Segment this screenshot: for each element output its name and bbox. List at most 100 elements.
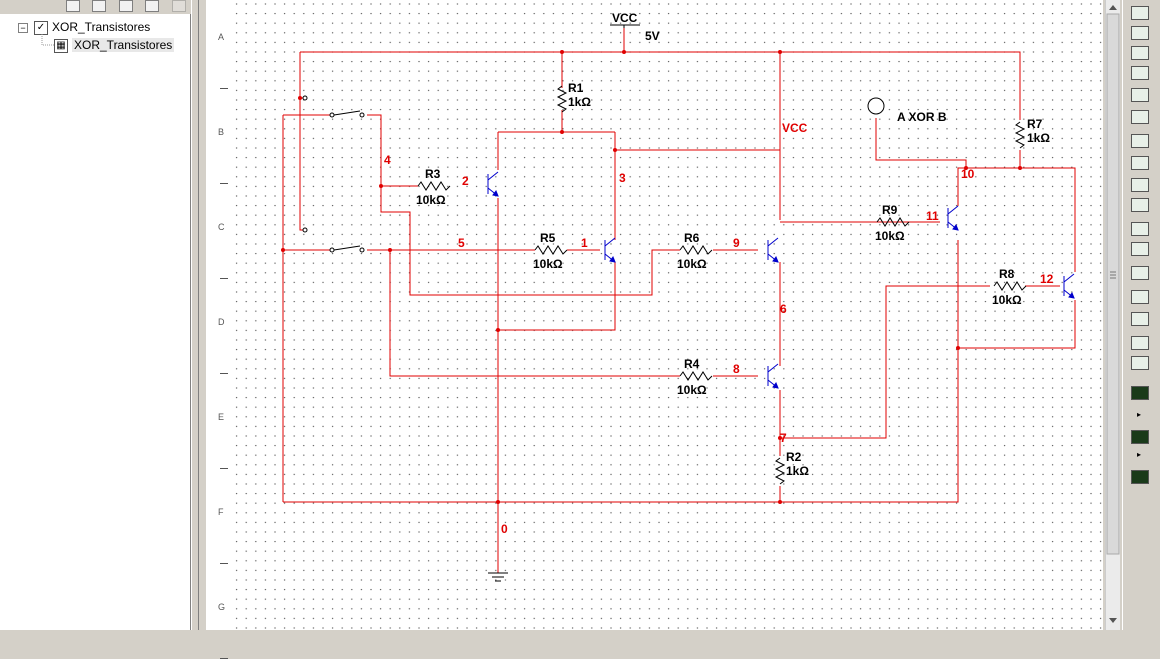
oscilloscope-icon[interactable] (1131, 66, 1149, 80)
junction-dot (956, 346, 960, 350)
wire (615, 149, 781, 160)
tektronix-oscilloscope-icon[interactable] (1131, 386, 1149, 400)
node-label-6: 6 (780, 302, 787, 316)
transistors (487, 171, 1075, 389)
tree-child-label: XOR_Transistores (72, 38, 175, 52)
resistor-r3 (417, 181, 451, 191)
wattmeter-icon[interactable] (1131, 46, 1149, 60)
components (302, 24, 1027, 582)
ground-symbol (488, 572, 508, 582)
measurement-probe-icon[interactable] (1131, 430, 1149, 444)
expand-arrow-icon[interactable]: ▸ (1137, 450, 1142, 459)
ruler-label-c: C (218, 222, 225, 232)
canvas-grid (228, 0, 1103, 630)
junction-dot (560, 50, 564, 54)
transistor-collector (947, 205, 959, 215)
ruler-label-d: D (218, 317, 225, 327)
multimeter-icon[interactable] (1131, 6, 1149, 20)
resistor-value-9: 10kΩ (875, 229, 905, 243)
node-label-0: 0 (501, 522, 508, 536)
node-label-5: 5 (458, 236, 465, 250)
transistor-collector (604, 237, 616, 247)
agilent-multimeter-icon[interactable] (1131, 336, 1149, 350)
panel-splitter[interactable] (191, 0, 199, 630)
junction-dot (379, 184, 383, 188)
junction-dot (496, 500, 500, 504)
resistor-name-6: R6 (684, 231, 700, 245)
open-folder-icon[interactable] (92, 0, 106, 12)
node-label-4: 4 (384, 153, 391, 167)
tree-connector-lines (41, 34, 54, 46)
expand-arrow-icon[interactable]: ▸ (1137, 410, 1142, 419)
vcc-label: VCC (612, 11, 638, 25)
resistor-value-8: 10kΩ (992, 293, 1022, 307)
wire (389, 250, 680, 377)
resistor-value-5: 10kΩ (533, 257, 563, 271)
emitter-arrow (1068, 291, 1075, 299)
node-label-10: 10 (961, 167, 975, 181)
resistor-value-1: 1kΩ (568, 95, 591, 109)
tree-root-label: XOR_Transistores (52, 20, 151, 34)
rename-icon[interactable] (172, 0, 186, 12)
transistor-collector (1063, 273, 1075, 283)
four-channel-oscilloscope-icon[interactable] (1131, 88, 1149, 102)
emitter-arrow (772, 381, 779, 389)
resistor-r8 (993, 281, 1027, 291)
transistor-collector (767, 237, 779, 247)
resistor-name-2: R2 (786, 450, 802, 464)
collapse-expander-icon[interactable]: − (18, 23, 28, 33)
junction-dot (964, 166, 968, 170)
labview-instrument-icon[interactable] (1131, 470, 1149, 484)
transistor-q-node2 (487, 171, 499, 197)
logic-analyzer-icon[interactable] (1131, 178, 1149, 192)
node-label-2: 2 (462, 174, 469, 188)
network-analyzer-icon[interactable] (1131, 290, 1149, 304)
emitter-arrow (492, 189, 499, 197)
frequency-counter-icon[interactable] (1131, 134, 1149, 148)
resistor-name-8: R8 (999, 267, 1015, 281)
resistor-r7 (1014, 121, 1026, 149)
new-file-icon[interactable] (66, 0, 80, 12)
bode-plotter-icon[interactable] (1131, 110, 1149, 124)
resistor-r4 (679, 371, 713, 381)
spectrum-analyzer-icon[interactable] (1131, 266, 1149, 280)
checked-document-icon: ✓ (34, 20, 48, 35)
switch-blade (333, 245, 361, 251)
junction-dot (560, 130, 564, 134)
tree-item-root[interactable]: ✓ XOR_Transistores (34, 20, 150, 35)
word-generator-icon[interactable] (1131, 156, 1149, 170)
wire (380, 186, 680, 296)
ruler-label-a: A (218, 32, 225, 42)
distortion-analyzer-icon[interactable] (1131, 242, 1149, 256)
vcc-symbol (610, 24, 640, 28)
resistor-r2 (774, 457, 786, 485)
switch-a (302, 95, 365, 118)
ruler-tick (220, 468, 228, 469)
transistor-q-node9 (767, 237, 779, 263)
instruments-toolbar: ▸▸ (1122, 0, 1160, 630)
function-generator-icon[interactable] (1131, 26, 1149, 40)
save-icon[interactable] (119, 0, 133, 12)
node-label-9: 9 (733, 236, 740, 250)
resistor-name-4: R4 (684, 357, 700, 371)
agilent-function-generator-icon[interactable] (1131, 312, 1149, 326)
node-label-7: 7 (780, 431, 787, 445)
junctions (281, 50, 1022, 504)
close-file-icon[interactable] (145, 0, 159, 12)
resistor-name-5: R5 (540, 231, 556, 245)
tree-item-schematic[interactable]: ▦XOR_Transistores (54, 38, 175, 53)
agilent-oscilloscope-icon[interactable] (1131, 356, 1149, 370)
probe-symbol (867, 97, 885, 115)
logic-converter-icon[interactable] (1131, 198, 1149, 212)
emitter-arrow (952, 223, 959, 231)
resistor-value-6: 10kΩ (677, 257, 707, 271)
resistor-value-2: 1kΩ (786, 464, 809, 478)
vertical-scrollbar[interactable] (1105, 0, 1120, 630)
transistor-q-node1 (604, 237, 616, 263)
switch-contact (302, 227, 308, 233)
iv-analyzer-icon[interactable] (1131, 222, 1149, 236)
junction-dot (778, 436, 782, 440)
